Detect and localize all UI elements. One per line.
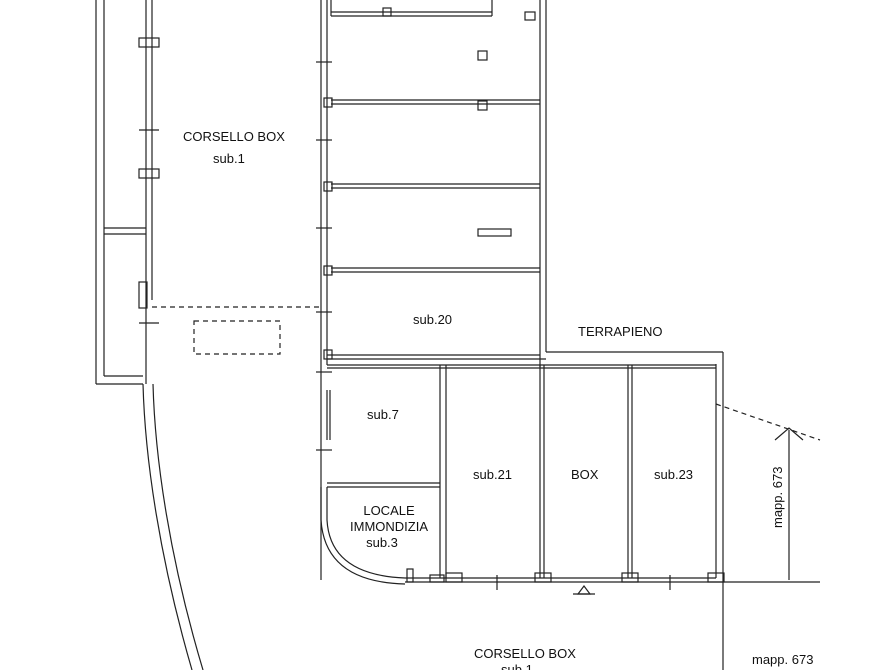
- corsello-top-sub-label: sub.1: [213, 151, 245, 166]
- sub23-label: sub.23: [654, 467, 694, 482]
- left-wall: [95, 0, 160, 385]
- curved-wall: [142, 383, 204, 670]
- sub21-label: sub.21: [473, 467, 513, 482]
- box-column-walls: [316, 0, 547, 580]
- mapp-bottom-label: mapp. 673: [752, 652, 814, 667]
- mapp-boundary: [774, 427, 804, 580]
- locale-sub-label: sub.3: [366, 535, 398, 550]
- box-label: BOX: [571, 467, 599, 482]
- lower-boxes: [326, 364, 716, 578]
- sub20-label: sub.20: [413, 312, 453, 327]
- locale-label-line1: LOCALE: [363, 503, 415, 518]
- sub7-label: sub.7: [367, 407, 399, 422]
- locale-label-line2: IMMONDIZIA: [350, 519, 428, 534]
- bottom-wall: [405, 572, 820, 670]
- terrapieno-label: TERRAPIENO: [578, 324, 663, 339]
- terrapieno-wall: [539, 351, 724, 582]
- mapp-vertical-label: mapp. 673: [770, 466, 785, 528]
- corsello-top-label: CORSELLO BOX: [183, 129, 285, 144]
- dashed-lines: [152, 306, 821, 441]
- corsello-bottom-sub-label: sub.1: [501, 662, 533, 670]
- box-partitions: [323, 0, 546, 360]
- corsello-bottom-label: CORSELLO BOX: [474, 646, 576, 661]
